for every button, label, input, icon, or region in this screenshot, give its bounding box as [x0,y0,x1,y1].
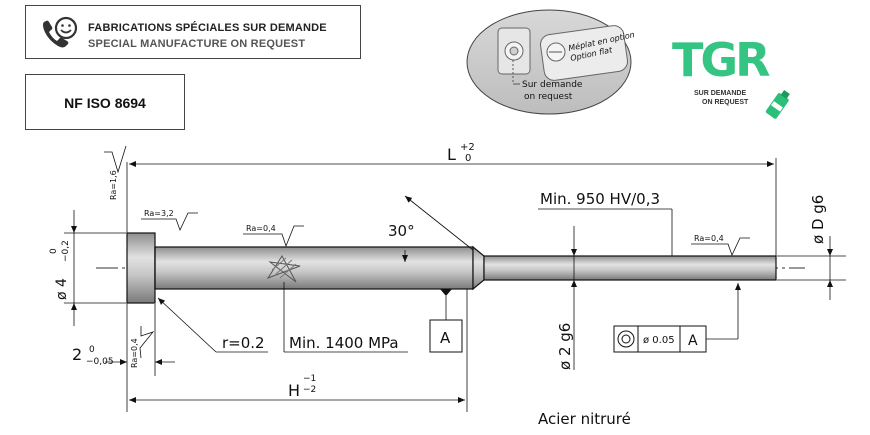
nitrided-mark-icon [266,255,301,283]
head-dia-tol-upper: 0 [49,248,59,254]
special-manufacture-banner: FABRICATIONS SPÉCIALES SUR DEMANDE SPECI… [25,5,361,59]
hardness-note: Min. 950 HV/0,3 [538,190,673,256]
tolerance-value: ø 0.05 [643,335,675,346]
strength-label: Min. 1400 MPa [289,334,399,352]
dimension-head-thickness: 2 0 −0,05 [72,304,175,376]
tolerance-datum: A [688,333,698,349]
dimension-tip-diameter: ø D g6 [777,195,846,300]
strength-note: Min. 1400 MPa [283,282,408,353]
datum-a: A [429,289,463,353]
radius-callout: r=0.2 [157,297,268,353]
radius-label: r=0.2 [222,334,265,352]
banner-title-fr: FABRICATIONS SPÉCIALES SUR DEMANDE [88,22,327,34]
head-dia-label: ø 4 [54,278,70,300]
tgr-on-request-badge: TGR SUR DEMANDE ON REQUEST [672,33,790,119]
head-thk-tol-lower: −0,05 [86,357,114,367]
dimension-head-diameter: ø 4 0 −0,2 [49,210,126,326]
tgr-logo: TGR [672,33,770,87]
tgr-request-fr: SUR DEMANDE [694,90,746,97]
dimension-body-diameter: ø 2 g6 [556,226,577,370]
roughness-ra-0-4-head: Ra=0,4 [130,326,155,368]
banner-title-en: SPECIAL MANUFACTURE ON REQUEST [88,38,306,50]
request-label-en: on request [524,92,573,102]
dim-L-label: L [447,145,456,164]
dim-H-tol-lower: −2 [303,385,316,395]
roughness-ra-3-2: Ra=3,2 [141,209,198,232]
standard-label: NF ISO 8694 [64,95,146,111]
tolerance-frame: ø 0.05 A [613,283,741,353]
head-thk-tol-upper: 0 [89,345,95,355]
standard-box: NF ISO 8694 [25,74,185,130]
ra-0-4-head-label: Ra=0,4 [130,338,139,368]
body-dia-label: ø 2 g6 [556,323,574,370]
tip-dia-label: ø D g6 [809,195,827,244]
head-thk-label: 2 [72,345,82,364]
dim-L-tol-lower: 0 [465,153,471,164]
material-label: Acier nitruré [538,410,631,428]
datum-a-label: A [440,329,451,347]
dimension-L: L +2 0 [126,142,777,412]
dim-H-tol-upper: −1 [303,374,316,384]
dim-H-label: H [288,381,300,400]
ra-1-6-label: Ra=1,6 [109,170,118,200]
ra-3-2-label: Ra=3,2 [144,209,174,218]
dim-L-tol-upper: +2 [460,142,475,153]
roughness-ra-1-6: Ra=1,6 [104,145,127,200]
concentricity-icon [617,330,635,348]
roughness-ra-0-4-tip: Ra=0,4 [691,234,750,257]
roughness-ra-0-4-body: Ra=0,4 [243,224,304,248]
ra-0-4-body-label: Ra=0,4 [246,224,276,233]
head-dia-tol-lower: −0,2 [61,240,71,262]
request-label-fr: Sur demande [522,80,583,90]
hardness-label: Min. 950 HV/0,3 [540,190,660,208]
ra-0-4-tip-label: Ra=0,4 [694,234,724,243]
tgr-request-en: ON REQUEST [702,99,749,106]
phone-service-icon [43,16,78,48]
dimension-H: H −1 −2 [129,289,468,412]
angle-label: 30° [388,222,415,240]
paint-spray-icon [765,89,790,119]
angle-callout: 30° [388,195,474,262]
option-flat-bubble: Méplat en option Option flat Sur demande… [466,9,635,115]
ejector-pin [126,232,777,304]
